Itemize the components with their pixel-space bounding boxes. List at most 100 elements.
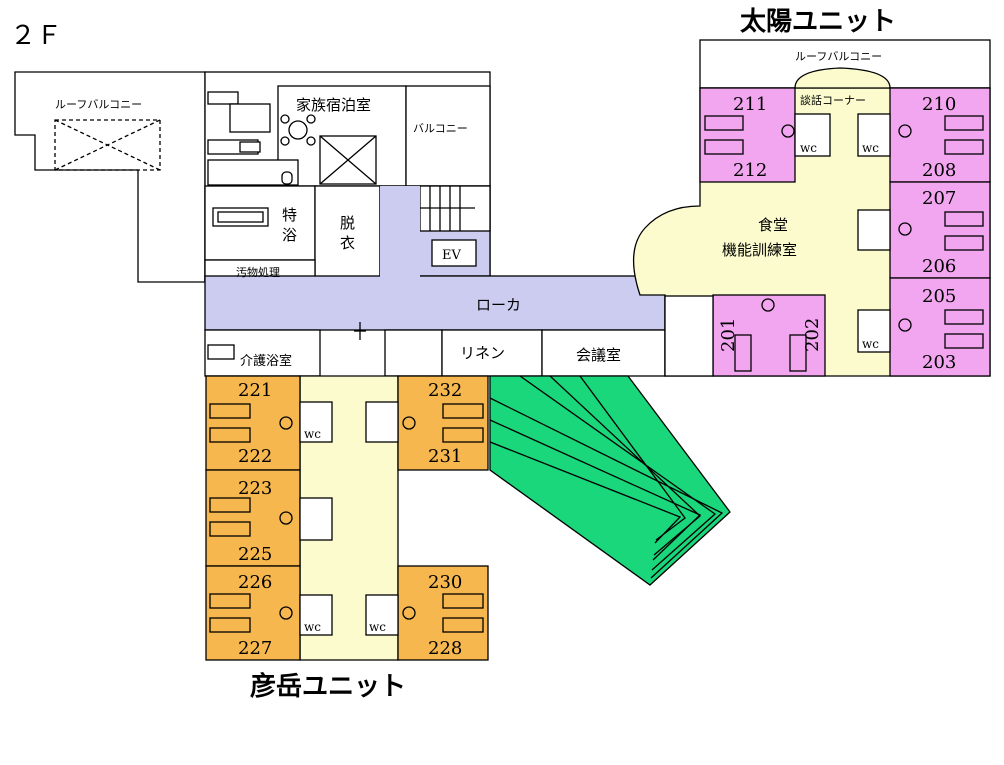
table-icon (288, 120, 308, 140)
corridor-link (380, 186, 420, 280)
hikodake-room-230-228 (397, 565, 489, 661)
taiyo-room-211-212 (699, 87, 796, 183)
sink-icon (898, 124, 912, 138)
room-number: 230 (428, 572, 462, 593)
bed (944, 333, 984, 349)
meeting-label: 会議室 (576, 346, 621, 364)
roof-stripe (489, 397, 724, 579)
chair-icon (280, 114, 290, 124)
balcony-label: バルコニー (413, 122, 468, 135)
bed (944, 211, 984, 227)
floor-label: ２Ｆ (10, 21, 62, 51)
fixture (239, 141, 261, 153)
wc-booth (857, 309, 891, 353)
hikodake-room-223-225 (205, 469, 301, 567)
bed (704, 139, 744, 155)
room-number: 225 (238, 544, 272, 565)
elevator-box (431, 239, 477, 267)
wc-label: wc (800, 141, 817, 155)
dressing-label-1: 脱 (340, 214, 355, 232)
sink-icon (402, 606, 416, 620)
wc-label: wc (304, 620, 321, 634)
room-number: 227 (238, 638, 272, 659)
chair-icon (306, 136, 316, 146)
corridor-label: ローカ (476, 296, 521, 314)
bed (704, 115, 744, 131)
roof-balcony-left-mark (54, 119, 161, 171)
taiyo-room-207-206 (889, 181, 991, 279)
bed (209, 521, 251, 537)
room-number: 212 (733, 160, 767, 181)
room-number: 210 (922, 94, 956, 115)
bed (209, 593, 251, 609)
bed (442, 593, 484, 609)
dressing-room (314, 185, 381, 283)
sink-icon (898, 222, 912, 236)
green-roof (489, 375, 731, 586)
room-number: 221 (238, 380, 272, 401)
wc-label: wc (862, 141, 879, 155)
bed (944, 115, 984, 131)
chair-icon (280, 136, 290, 146)
fixture (281, 171, 293, 185)
room-number: 201 (718, 318, 739, 352)
roof-stripe (489, 419, 702, 561)
wc-booth (365, 594, 399, 636)
room-number: 206 (922, 256, 956, 277)
room-number: 222 (238, 446, 272, 467)
special-bath-label-2: 浴 (282, 226, 297, 244)
bed (944, 309, 984, 325)
storage-cross-line2 (319, 135, 377, 185)
taiyo-unit-title: 太陽ユニット (740, 7, 896, 37)
family-stay-label: 家族宿泊室 (296, 96, 371, 114)
dressing-label-2: 衣 (340, 234, 355, 252)
wc-label: wc (369, 620, 386, 634)
chair-icon (306, 114, 316, 124)
room-number: 211 (733, 94, 767, 115)
roof-stripe (519, 375, 717, 571)
lounge-label: 談話コーナー (800, 93, 866, 107)
bed (209, 427, 251, 443)
taiyo-room-210-208 (889, 87, 991, 183)
wc-booth (299, 594, 333, 636)
wc-booth (794, 113, 831, 157)
dining-label-1: 食堂 (758, 216, 788, 234)
sink-icon (402, 416, 416, 430)
meeting-room (541, 329, 666, 377)
roof-balcony-left-cross2 (54, 119, 161, 171)
bed (944, 139, 984, 155)
hikodake-unit-title: 彦岳ユニット (250, 671, 406, 702)
wc-booth (857, 113, 891, 157)
room-number: 228 (428, 638, 462, 659)
dirty-disposal-label: 汚物処理 (236, 265, 280, 279)
sink-icon (279, 606, 293, 620)
bed (209, 497, 251, 513)
room-number: 203 (922, 352, 956, 373)
storage-room (384, 329, 443, 377)
room-number: 226 (238, 572, 272, 593)
hall-box (365, 401, 399, 443)
linen-room (441, 329, 543, 377)
sink-icon (761, 298, 775, 312)
bathtub-inner (217, 211, 264, 223)
bed (944, 235, 984, 251)
sink-icon (279, 511, 293, 525)
dining-side-box (664, 295, 714, 377)
roof-stripe (549, 375, 701, 556)
bed (442, 403, 484, 419)
roof-balcony-left-label: ルーフバルコニー (55, 98, 142, 111)
bed (734, 334, 752, 372)
room-number: 223 (238, 478, 272, 499)
balcony-room (405, 85, 491, 187)
sink-icon (781, 124, 795, 138)
wc-booth (299, 401, 333, 443)
roof-balcony-right-label: ルーフバルコニー (795, 50, 882, 63)
corridor (204, 275, 666, 331)
sink-icon (898, 318, 912, 332)
room-number: 208 (922, 160, 956, 181)
sink-icon (279, 416, 293, 430)
special-bath-label-1: 特 (282, 206, 297, 224)
room-number: 231 (428, 446, 462, 467)
bed (209, 403, 251, 419)
